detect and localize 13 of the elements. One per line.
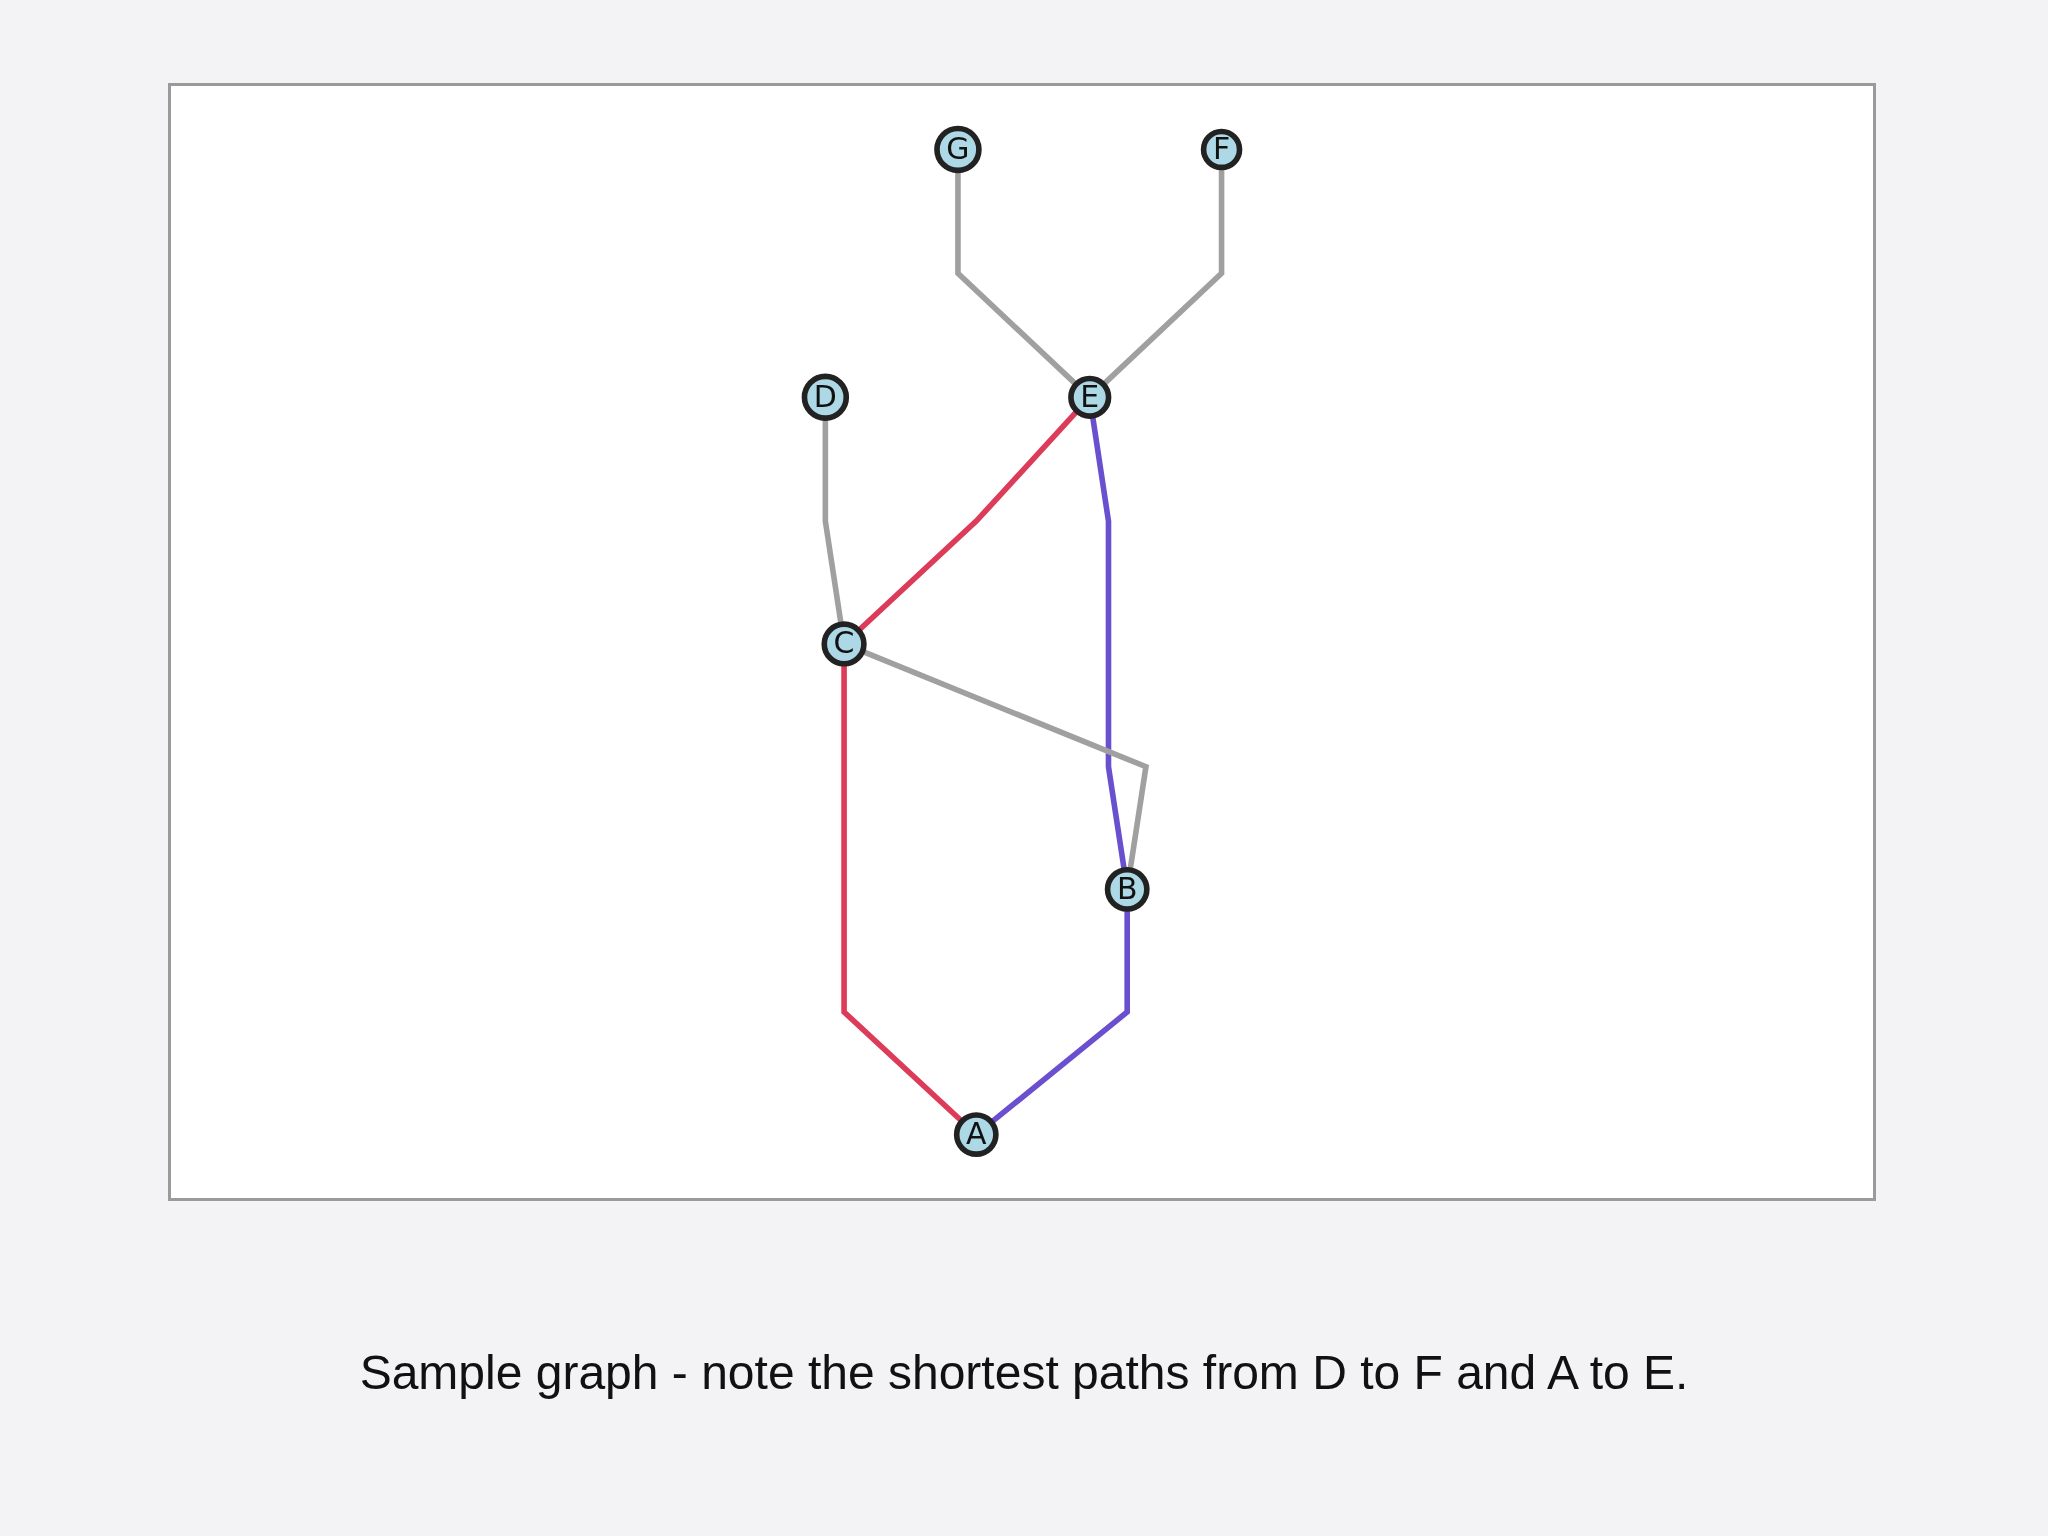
node-circle: A [953, 1112, 999, 1157]
connector [856, 409, 1080, 633]
connector [955, 170, 1078, 387]
node-circle: C [821, 621, 867, 667]
node-circle: B [1104, 866, 1150, 912]
node-circle: F [1200, 128, 1243, 171]
node-circle: G [934, 125, 982, 174]
connector [1101, 167, 1225, 387]
caption: Sample graph - note the shortest paths from D to F and A to E. [359, 1345, 1689, 1400]
connector [822, 418, 844, 625]
connector [989, 909, 1130, 1125]
node-circle: D [801, 373, 850, 421]
node-circle: E [1068, 375, 1112, 419]
